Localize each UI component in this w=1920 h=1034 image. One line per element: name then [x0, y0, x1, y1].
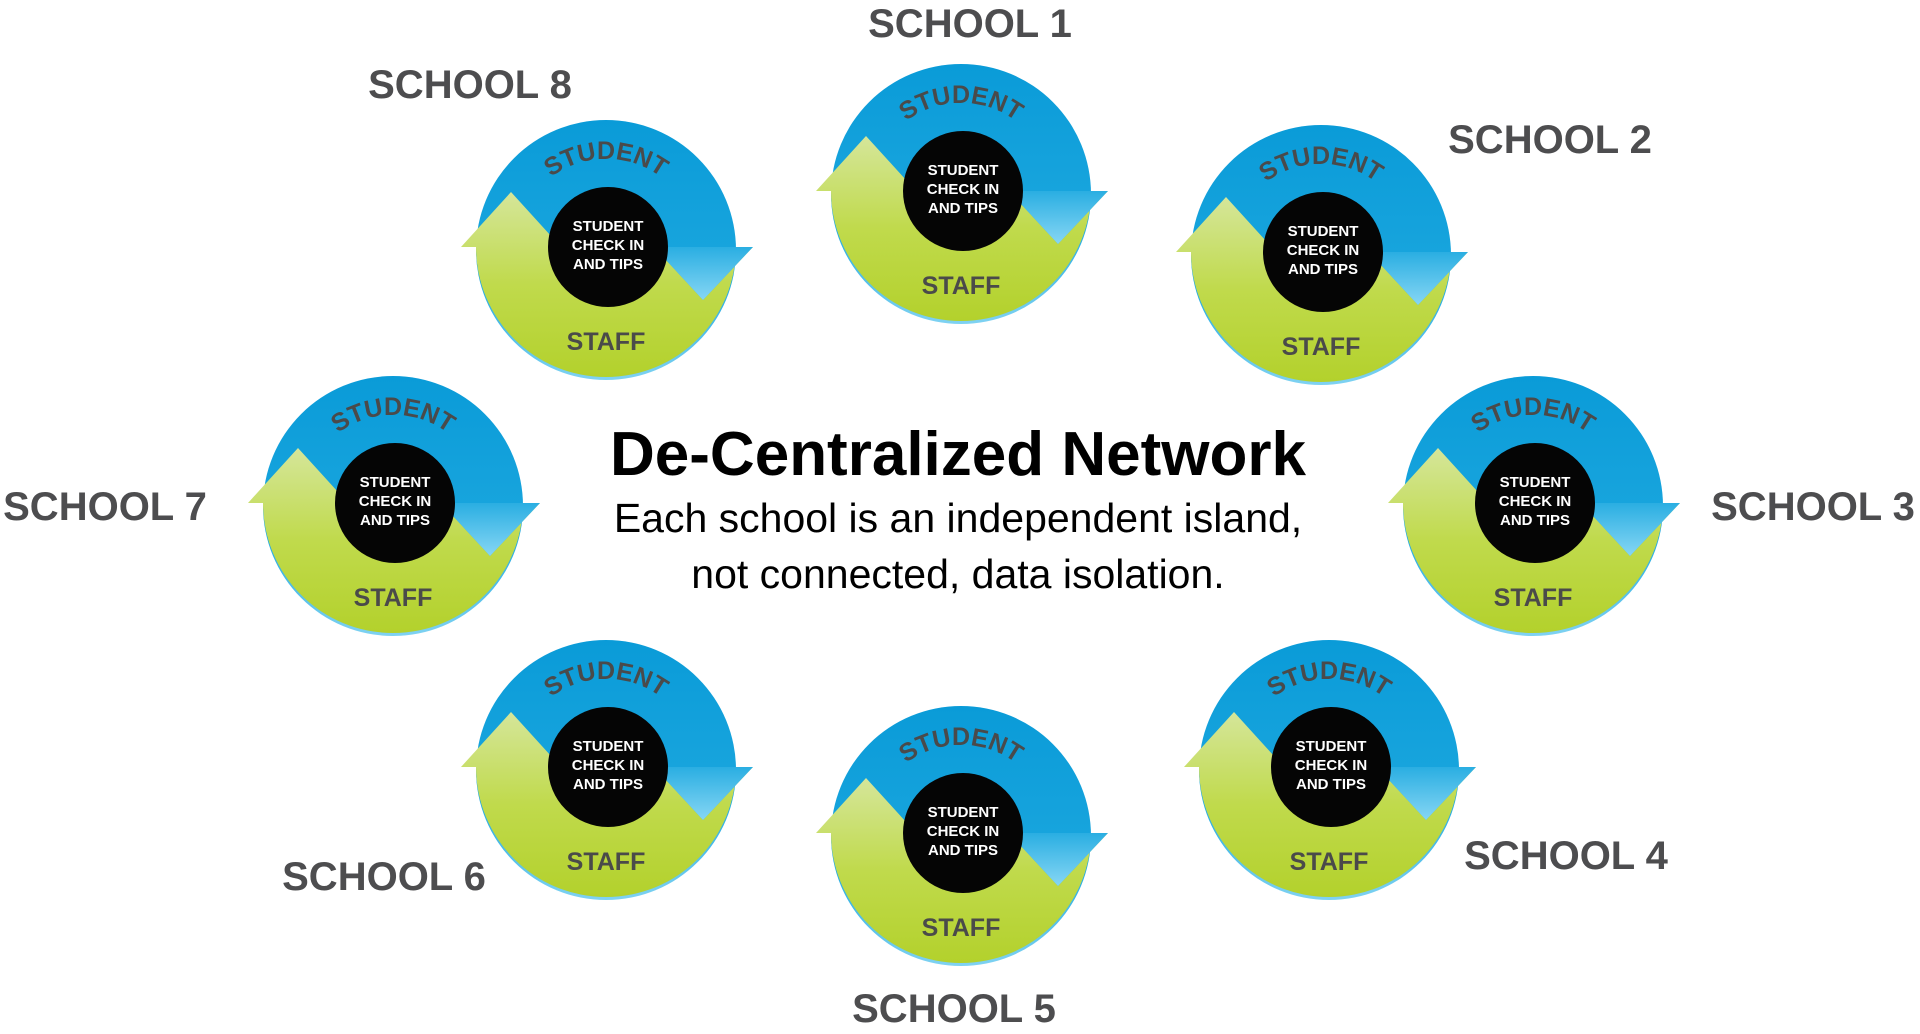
school-7-label: SCHOOL 7: [3, 485, 207, 529]
staff-ring-label: STAFF: [567, 328, 646, 356]
center-text-line: CHECK IN: [572, 757, 645, 774]
student-arrow-head: [1581, 503, 1680, 556]
staff-ring-label: STAFF: [1494, 584, 1573, 612]
student-arrow-head: [441, 503, 540, 556]
staff-ring-label: STAFF: [354, 584, 433, 612]
center-text-line: CHECK IN: [1295, 757, 1368, 774]
staff-ring-label: STAFF: [922, 272, 1001, 300]
center-text-line: AND TIPS: [928, 842, 998, 859]
center-text-line: CHECK IN: [1499, 493, 1572, 510]
center-hub: [1475, 443, 1595, 563]
center-text-line: AND TIPS: [1500, 512, 1570, 529]
school-5-label: SCHOOL 5: [852, 987, 1056, 1031]
student-arrow-head: [654, 247, 753, 300]
center-hub: [903, 773, 1023, 893]
staff-ring-label: STAFF: [1290, 848, 1369, 876]
center-text-line: STUDENT: [573, 738, 644, 755]
center-text-line: STUDENT: [928, 162, 999, 179]
center-text-line: CHECK IN: [927, 823, 1000, 840]
center-hub: [548, 187, 668, 307]
center-text-line: STUDENT: [928, 804, 999, 821]
center-text-line: AND TIPS: [573, 776, 643, 793]
center-hub: [335, 443, 455, 563]
center-text-line: CHECK IN: [572, 237, 645, 254]
center-text-line: AND TIPS: [360, 512, 430, 529]
center-text-line: CHECK IN: [1287, 242, 1360, 259]
school-3-label: SCHOOL 3: [1711, 485, 1915, 529]
center-text-line: AND TIPS: [573, 256, 643, 273]
staff-ring-label: STAFF: [567, 848, 646, 876]
diagram-title: De-Centralized Network: [610, 420, 1306, 489]
center-text-line: AND TIPS: [1296, 776, 1366, 793]
center-text-line: CHECK IN: [359, 493, 432, 510]
center-text-line: STUDENT: [1288, 223, 1359, 240]
center-hub: [1271, 707, 1391, 827]
school-4-label: SCHOOL 4: [1464, 834, 1669, 878]
staff-ring-label: STAFF: [922, 914, 1001, 942]
center-hub: [548, 707, 668, 827]
center-hub: [1263, 192, 1383, 312]
center-text-line: AND TIPS: [1288, 261, 1358, 278]
student-arrow-head: [1009, 833, 1108, 886]
student-arrow-head: [1377, 767, 1476, 820]
student-arrow-head: [1009, 191, 1108, 244]
center-text-line: STUDENT: [1296, 738, 1367, 755]
subtitle-line-1: Each school is an independent island,: [614, 495, 1302, 541]
center-hub: [903, 131, 1023, 251]
center-text-line: STUDENT: [573, 218, 644, 235]
student-arrow-head: [1369, 252, 1468, 305]
center-text-line: AND TIPS: [928, 200, 998, 217]
center-text-line: CHECK IN: [927, 181, 1000, 198]
student-arrow-head: [654, 767, 753, 820]
center-text-line: STUDENT: [360, 474, 431, 491]
center-text-line: STUDENT: [1500, 474, 1571, 491]
school-1-label: SCHOOL 1: [868, 2, 1072, 46]
school-8-label: SCHOOL 8: [368, 63, 572, 107]
staff-ring-label: STAFF: [1282, 333, 1361, 361]
subtitle-line-2: not connected, data isolation.: [691, 551, 1224, 597]
school-6-label: SCHOOL 6: [282, 855, 486, 899]
school-2-label: SCHOOL 2: [1448, 118, 1652, 162]
